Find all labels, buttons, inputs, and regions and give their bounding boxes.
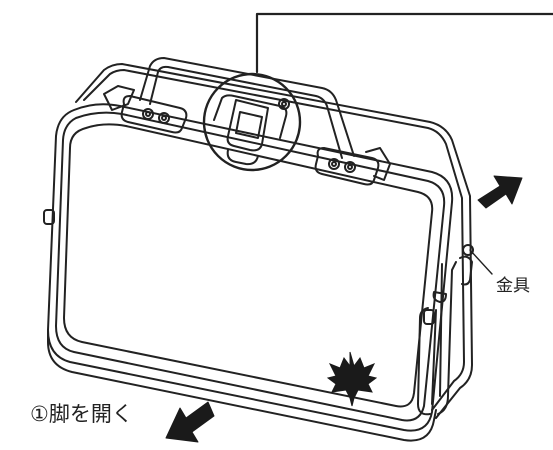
left-hinge-clip [103,85,135,111]
fitting-leader-line [469,249,493,275]
handle-inner [149,65,343,159]
case-back-inner-edge [83,69,465,411]
case-back-edge [75,63,473,419]
arrow-down-left-icon [165,401,215,443]
right-hinge-plate [314,147,380,186]
case-bottom-edge [47,329,437,442]
right-pin [423,309,435,325]
latch-lever [226,99,269,152]
metal-fitting-label: 金具 [496,276,530,296]
left-pin [43,209,55,225]
latch-hook [226,149,259,166]
leg-upper-bar [437,261,457,415]
latch-body [213,94,288,139]
metal-fitting-bolt [462,244,474,256]
leg-bracket-top [459,255,473,286]
step-open-legs-label: ①脚を開く [30,402,133,426]
leg-pivot [432,291,447,303]
zoom-circle [202,72,302,172]
arrow-up-right-icon [477,175,523,209]
left-hinge-plate [120,95,188,134]
right-hinge-clip [365,147,391,181]
handle-outer [139,57,355,157]
case-front-panel [63,123,434,408]
leg-lower-bar-inner [431,309,437,405]
maple-leaf-icon [326,351,378,407]
leg-lower-bar-outer [417,307,429,405]
callout-leader-line [255,12,553,74]
